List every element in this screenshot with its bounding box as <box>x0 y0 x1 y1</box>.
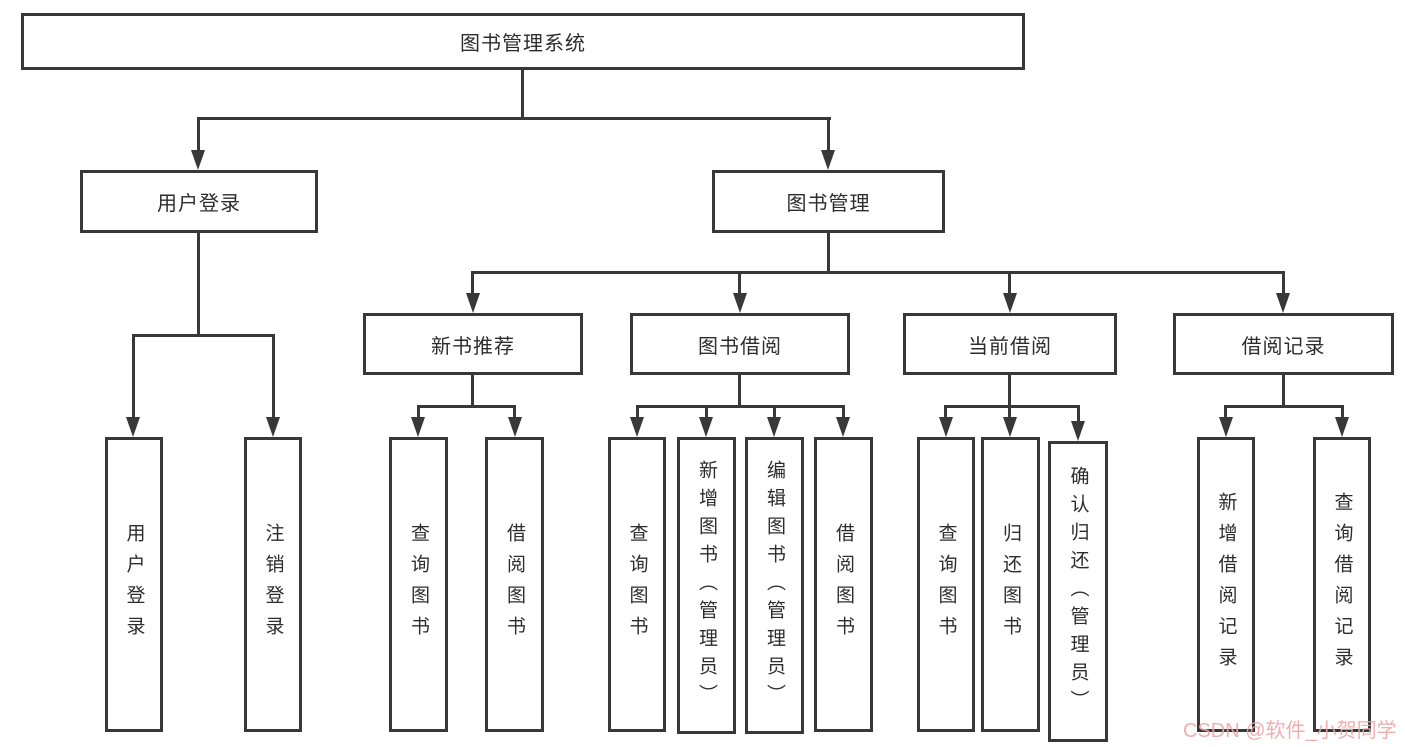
leaf-add-borrow-record-label: 新增借阅记录 <box>1215 491 1237 678</box>
connector-vline <box>471 271 474 297</box>
connector-vline <box>705 405 708 420</box>
node-book-management: 图书管理 <box>712 170 945 233</box>
leaf-edit-book-admin: 编辑图书（管理员） <box>745 437 804 734</box>
arrowhead <box>466 293 480 313</box>
leaf-borrow-books-recommend-label: 借阅图书 <box>504 522 525 647</box>
leaf-user-login-label: 用户登录 <box>123 522 145 647</box>
node-current-borrow-label: 当前借阅 <box>968 335 1052 358</box>
leaf-return-book: 归还图书 <box>981 437 1040 732</box>
connector-vline <box>738 375 741 408</box>
node-book-management-label: 图书管理 <box>786 193 871 215</box>
node-user-login-label: 用户登录 <box>157 193 241 215</box>
leaf-confirm-return-admin-label: 确认归还（管理员） <box>1067 465 1089 718</box>
connector-vline <box>197 233 200 337</box>
node-root: 图书管理系统 <box>21 13 1025 70</box>
arrowhead <box>630 417 644 437</box>
arrowhead <box>1003 417 1017 437</box>
connector-vline <box>1077 405 1080 424</box>
connector-vline <box>1008 375 1011 420</box>
arrowhead <box>1335 417 1349 437</box>
arrowhead <box>767 417 781 437</box>
leaf-confirm-return-admin: 确认归还（管理员） <box>1048 441 1108 742</box>
arrowhead <box>411 417 425 437</box>
connector-hline <box>417 405 516 408</box>
connector-vline <box>944 405 947 420</box>
connector-vline <box>471 375 474 408</box>
connector-hline <box>944 405 1080 408</box>
leaf-logout: 注销登录 <box>244 437 302 732</box>
connector-hline <box>197 117 831 120</box>
node-borrow-records: 借阅记录 <box>1173 313 1394 375</box>
leaf-edit-book-admin-label: 编辑图书（管理员） <box>764 459 785 712</box>
connector-hline <box>636 405 845 408</box>
node-root-label: 图书管理系统 <box>460 33 586 55</box>
arrowhead <box>1003 293 1017 313</box>
leaf-query-books-borrow-label: 查询图书 <box>626 522 648 647</box>
leaf-query-books-current: 查询图书 <box>917 437 975 732</box>
connector-vline <box>132 334 135 420</box>
connector-vline <box>1282 375 1285 408</box>
connector-vline <box>417 405 420 420</box>
leaf-query-books-recommend-label: 查询图书 <box>408 522 429 647</box>
connector-vline <box>827 233 830 274</box>
leaf-query-books-recommend: 查询图书 <box>389 437 448 732</box>
node-user-login: 用户登录 <box>80 170 318 233</box>
connector-vline <box>513 405 516 420</box>
node-book-borrow: 图书借阅 <box>630 313 850 375</box>
arrowhead <box>126 417 140 437</box>
node-new-book-recommend-label: 新书推荐 <box>431 335 515 358</box>
leaf-query-borrow-record-label: 查询借阅记录 <box>1331 491 1353 678</box>
connector-vline <box>827 117 830 153</box>
arrowhead <box>699 417 713 437</box>
connector-vline <box>636 405 639 420</box>
leaf-query-borrow-record: 查询借阅记录 <box>1313 437 1371 732</box>
connector-vline <box>521 70 524 120</box>
connector-vline <box>1341 405 1344 420</box>
arrowhead <box>836 417 850 437</box>
arrowhead <box>1071 421 1085 441</box>
arrowhead <box>733 293 747 313</box>
leaf-return-book-label: 归还图书 <box>1000 522 1021 647</box>
connector-vline <box>1282 271 1285 297</box>
leaf-add-book-admin: 新增图书（管理员） <box>677 437 736 734</box>
arrowhead <box>939 417 953 437</box>
arrowhead <box>1219 417 1233 437</box>
node-book-borrow-label: 图书借阅 <box>698 335 782 358</box>
leaf-add-borrow-record: 新增借阅记录 <box>1197 437 1255 732</box>
arrowhead <box>821 150 835 170</box>
connector-vline <box>1224 405 1227 420</box>
watermark: CSDN @软件_小贺同学 <box>1183 720 1397 742</box>
connector-vline <box>197 117 200 153</box>
arrowhead <box>191 150 205 170</box>
connector-hline <box>1224 405 1344 408</box>
node-current-borrow: 当前借阅 <box>903 313 1117 375</box>
connector-vline <box>842 405 845 420</box>
arrowhead <box>266 417 280 437</box>
leaf-borrow-books: 借阅图书 <box>814 437 873 732</box>
connector-hline <box>132 334 275 337</box>
connector-vline <box>773 405 776 420</box>
arrowhead <box>508 417 522 437</box>
leaf-borrow-books-recommend: 借阅图书 <box>485 437 544 732</box>
connector-hline <box>471 271 1285 274</box>
leaf-add-book-admin-label: 新增图书（管理员） <box>696 459 717 712</box>
leaf-query-books-current-label: 查询图书 <box>935 522 957 647</box>
node-new-book-recommend: 新书推荐 <box>363 313 583 375</box>
node-borrow-records-label: 借阅记录 <box>1241 335 1326 358</box>
arrowhead <box>1276 293 1290 313</box>
leaf-logout-label: 注销登录 <box>262 522 284 647</box>
leaf-borrow-books-label: 借阅图书 <box>833 522 854 647</box>
connector-vline <box>738 271 741 297</box>
connector-vline <box>272 334 275 420</box>
leaf-query-books-borrow: 查询图书 <box>608 437 666 732</box>
connector-vline <box>1008 271 1011 297</box>
leaf-user-login: 用户登录 <box>105 437 163 732</box>
